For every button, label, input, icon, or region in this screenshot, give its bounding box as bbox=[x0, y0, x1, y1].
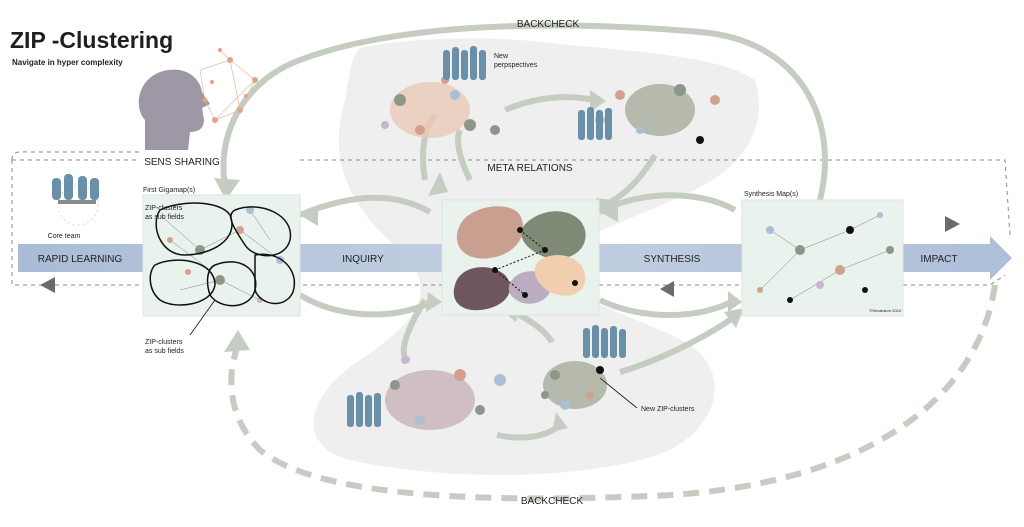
backcheck-top-arrowhead bbox=[214, 178, 240, 200]
core-team-label: Core team bbox=[48, 233, 81, 240]
cloud-bottom-right bbox=[541, 361, 607, 410]
impact-arrowhead bbox=[990, 236, 1012, 280]
stage-rapid-learning: RAPID LEARNING bbox=[38, 254, 123, 265]
people-group-right bbox=[578, 107, 612, 140]
meta-relation-nodes bbox=[492, 227, 578, 298]
sens-sharing-label: SENS SHARING bbox=[144, 157, 220, 168]
new-perspectives-line1: New bbox=[494, 53, 509, 60]
credit-label: ©Sevaldson 2024 bbox=[869, 308, 901, 313]
backcheck-bottom-label: BACKCHECK bbox=[521, 496, 584, 507]
meta-relation-lines bbox=[494, 229, 546, 296]
pipeline-dashed-frame bbox=[11, 159, 1011, 286]
synthesis-map-panel bbox=[741, 199, 904, 317]
cloud-top-left bbox=[381, 76, 500, 138]
synthesis-network bbox=[759, 214, 891, 301]
head-profile-icon bbox=[138, 69, 210, 150]
meta-cluster-blobs bbox=[453, 206, 586, 311]
cloud-bottom-left bbox=[385, 356, 506, 430]
backcheck-top-label: BACKCHECK bbox=[517, 19, 580, 30]
zip-clusters-bottom-line2: as sub fields bbox=[145, 348, 184, 355]
people-group-top bbox=[443, 46, 486, 80]
callout-zip-bottom bbox=[189, 299, 216, 336]
synthesis-map-label: Synthesis Map(s) bbox=[744, 191, 798, 198]
backcheck-bottom-arrowhead bbox=[224, 330, 250, 352]
backcheck-bottom-loop bbox=[228, 284, 998, 502]
head-network-nodes bbox=[202, 48, 258, 123]
callout-new-zip bbox=[599, 377, 638, 409]
new-perspectives-line2: perpspectives bbox=[494, 62, 538, 69]
synthesis-nodes bbox=[757, 212, 894, 303]
meta-relations-label: META RELATIONS bbox=[487, 163, 573, 174]
first-gigamap-label: First Gigamap(s) bbox=[143, 187, 195, 194]
dark-arrowhead-left bbox=[40, 277, 55, 293]
dark-arrowhead-right bbox=[945, 216, 960, 232]
zip-clusters-top-line2: as sub fields bbox=[145, 214, 184, 221]
zip-cluster-outlines bbox=[149, 202, 296, 307]
stage-impact: IMPACT bbox=[920, 254, 957, 265]
panel-connectors bbox=[298, 94, 737, 441]
connector-arrowheads bbox=[300, 90, 744, 432]
core-team-icon bbox=[52, 174, 99, 226]
new-zip-clusters-label: New ZIP-clusters bbox=[641, 406, 695, 413]
people-group-bottom-right bbox=[583, 325, 626, 358]
zip-clusters-top-line1: ZIP-clusters bbox=[145, 205, 183, 212]
zip-clusters-bottom-line1: ZIP-clusters bbox=[145, 339, 183, 346]
stage-synthesis: SYNTHESIS bbox=[644, 254, 701, 265]
page-subtitle: Navigate in hyper complexity bbox=[12, 58, 123, 67]
backcheck-top-loop bbox=[220, 22, 828, 201]
people-group-bottom-left bbox=[347, 392, 381, 427]
dark-arrowhead-mid bbox=[660, 281, 674, 297]
page-title: ZIP -Clustering bbox=[10, 27, 173, 53]
stage-inquiry: INQUIRY bbox=[342, 254, 384, 265]
